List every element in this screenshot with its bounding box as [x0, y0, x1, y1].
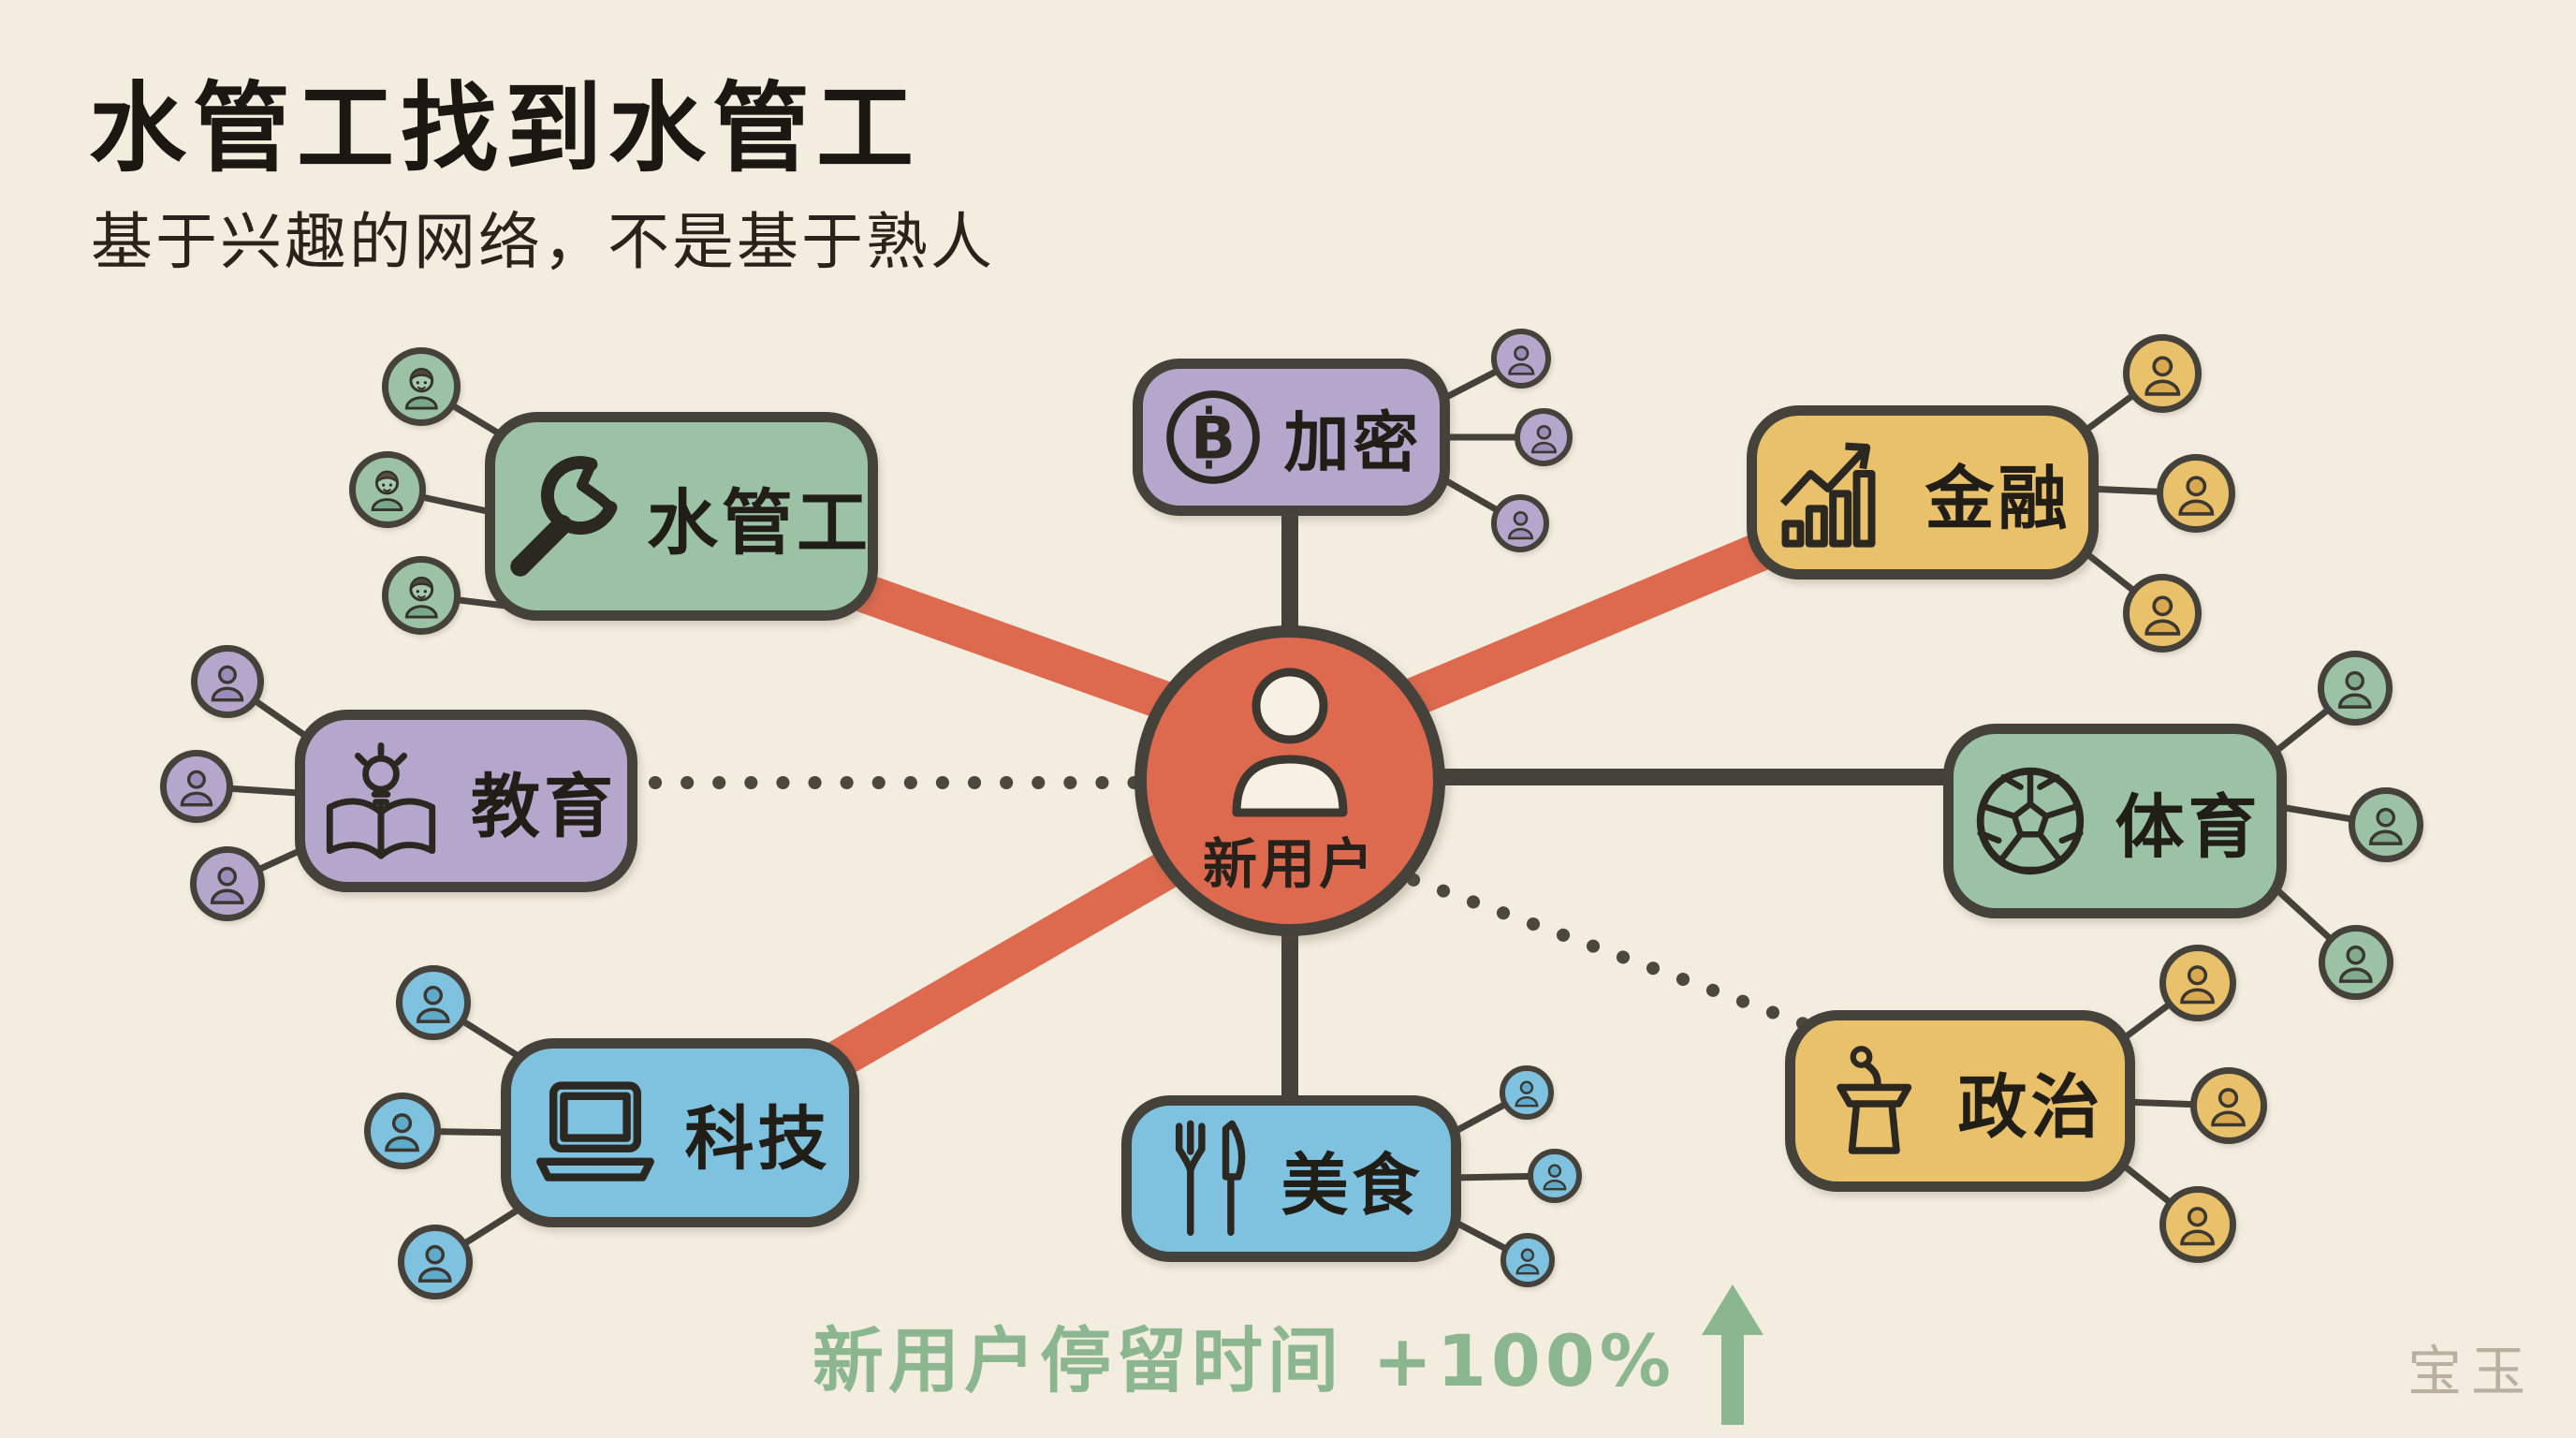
category-label: 政治 — [1957, 1066, 2104, 1148]
member-avatar-politics — [2159, 1186, 2236, 1263]
member-avatar-finance — [2157, 454, 2235, 533]
member-avatar-plumber — [382, 347, 461, 426]
member-avatar-politics — [2190, 1067, 2267, 1144]
svg-text:B: B — [1191, 404, 1236, 472]
plumber-face-icon — [404, 576, 438, 619]
person-icon — [1515, 1248, 1540, 1275]
category-label: 水管工 — [647, 480, 871, 565]
category-box-tech: 科技 — [501, 1038, 859, 1227]
member-avatar-sports — [2318, 651, 2393, 726]
category-label: 科技 — [684, 1098, 831, 1180]
member-avatar-crypto — [1491, 329, 1551, 389]
category-label: 体育 — [2115, 786, 2261, 868]
member-avatar-tech — [398, 1225, 473, 1299]
page-subtitle: 基于兴趣的网络，不是基于熟人 — [91, 206, 995, 278]
person-icon — [1232, 668, 1348, 816]
person-icon — [2178, 476, 2214, 516]
stat-text: 新用户停留时间 +100% — [812, 1319, 1676, 1402]
person-icon — [2144, 356, 2180, 396]
book-lightbulb-icon — [326, 741, 436, 859]
member-avatar-plumber — [349, 451, 426, 528]
person-icon — [2144, 595, 2180, 636]
person-icon — [1543, 1164, 1567, 1191]
member-avatar-tech — [364, 1093, 441, 1169]
soccer-ball-icon — [1976, 767, 2084, 875]
bitcoin-icon: B — [1165, 390, 1260, 484]
page-title: 水管工找到水管工 — [89, 71, 921, 185]
member-avatar-plumber — [382, 556, 461, 635]
category-box-food: 美食 — [1121, 1095, 1461, 1262]
category-box-crypto: B 加密 — [1133, 359, 1450, 516]
person-icon — [418, 1245, 452, 1284]
center-node-label: 新用户 — [1202, 831, 1377, 896]
person-icon — [211, 665, 244, 702]
center-node-new-user: 新用户 — [1134, 625, 1445, 936]
member-avatar-food — [1500, 1233, 1555, 1287]
category-label: 教育 — [471, 767, 617, 847]
fork-knife-icon — [1176, 1120, 1246, 1236]
member-avatar-crypto — [1515, 408, 1573, 466]
up-arrow-icon — [1701, 1284, 1764, 1425]
strong-link-tech — [823, 823, 1227, 1080]
category-label: 金融 — [1925, 458, 2071, 539]
person-icon — [1515, 1080, 1539, 1108]
watermark: 宝玉 — [2407, 1340, 2535, 1403]
person-icon — [2180, 1207, 2216, 1246]
member-avatar-sports — [2349, 787, 2423, 862]
person-icon — [1530, 424, 1557, 453]
member-avatar-education — [160, 750, 233, 823]
strong-link-finance — [1354, 506, 1834, 738]
plumber-face-icon — [372, 471, 403, 512]
person-icon — [1507, 345, 1535, 375]
category-box-finance: 金融 — [1747, 405, 2099, 580]
laptop-icon — [535, 1081, 654, 1181]
person-icon — [2369, 808, 2403, 846]
category-box-education: 教育 — [295, 710, 637, 892]
wrench-icon — [510, 455, 618, 577]
footer-stat: 新用户停留时间 +100% — [0, 1284, 2576, 1425]
person-icon — [180, 770, 213, 807]
person-icon — [2339, 946, 2373, 984]
person-icon — [385, 1113, 420, 1152]
category-box-politics: 政治 — [1785, 1010, 2135, 1192]
category-box-sports: 体育 — [1943, 724, 2287, 918]
plumber-face-icon — [404, 367, 438, 410]
member-avatar-politics — [2159, 945, 2236, 1021]
person-icon — [2338, 671, 2372, 710]
podium-icon — [1836, 1045, 1911, 1154]
member-avatar-food — [1500, 1065, 1554, 1120]
member-avatar-sports — [2319, 925, 2393, 1000]
member-avatar-finance — [2123, 334, 2202, 413]
member-avatar-education — [190, 846, 265, 921]
member-avatar-tech — [396, 965, 471, 1040]
dotted-link-politics — [1377, 862, 1811, 1031]
member-avatar-food — [1528, 1149, 1582, 1203]
person-icon — [211, 867, 244, 905]
category-box-plumber: 水管工 — [485, 412, 878, 621]
member-avatar-crypto — [1491, 494, 1549, 552]
trend-chart-icon — [1779, 442, 1875, 548]
person-icon — [2180, 965, 2216, 1005]
member-avatar-education — [191, 645, 264, 718]
category-label: 加密 — [1283, 404, 1423, 481]
person-icon — [417, 986, 450, 1024]
member-avatar-finance — [2123, 574, 2202, 653]
category-label: 美食 — [1281, 1145, 1424, 1225]
person-icon — [2211, 1088, 2247, 1127]
person-icon — [1507, 510, 1533, 539]
